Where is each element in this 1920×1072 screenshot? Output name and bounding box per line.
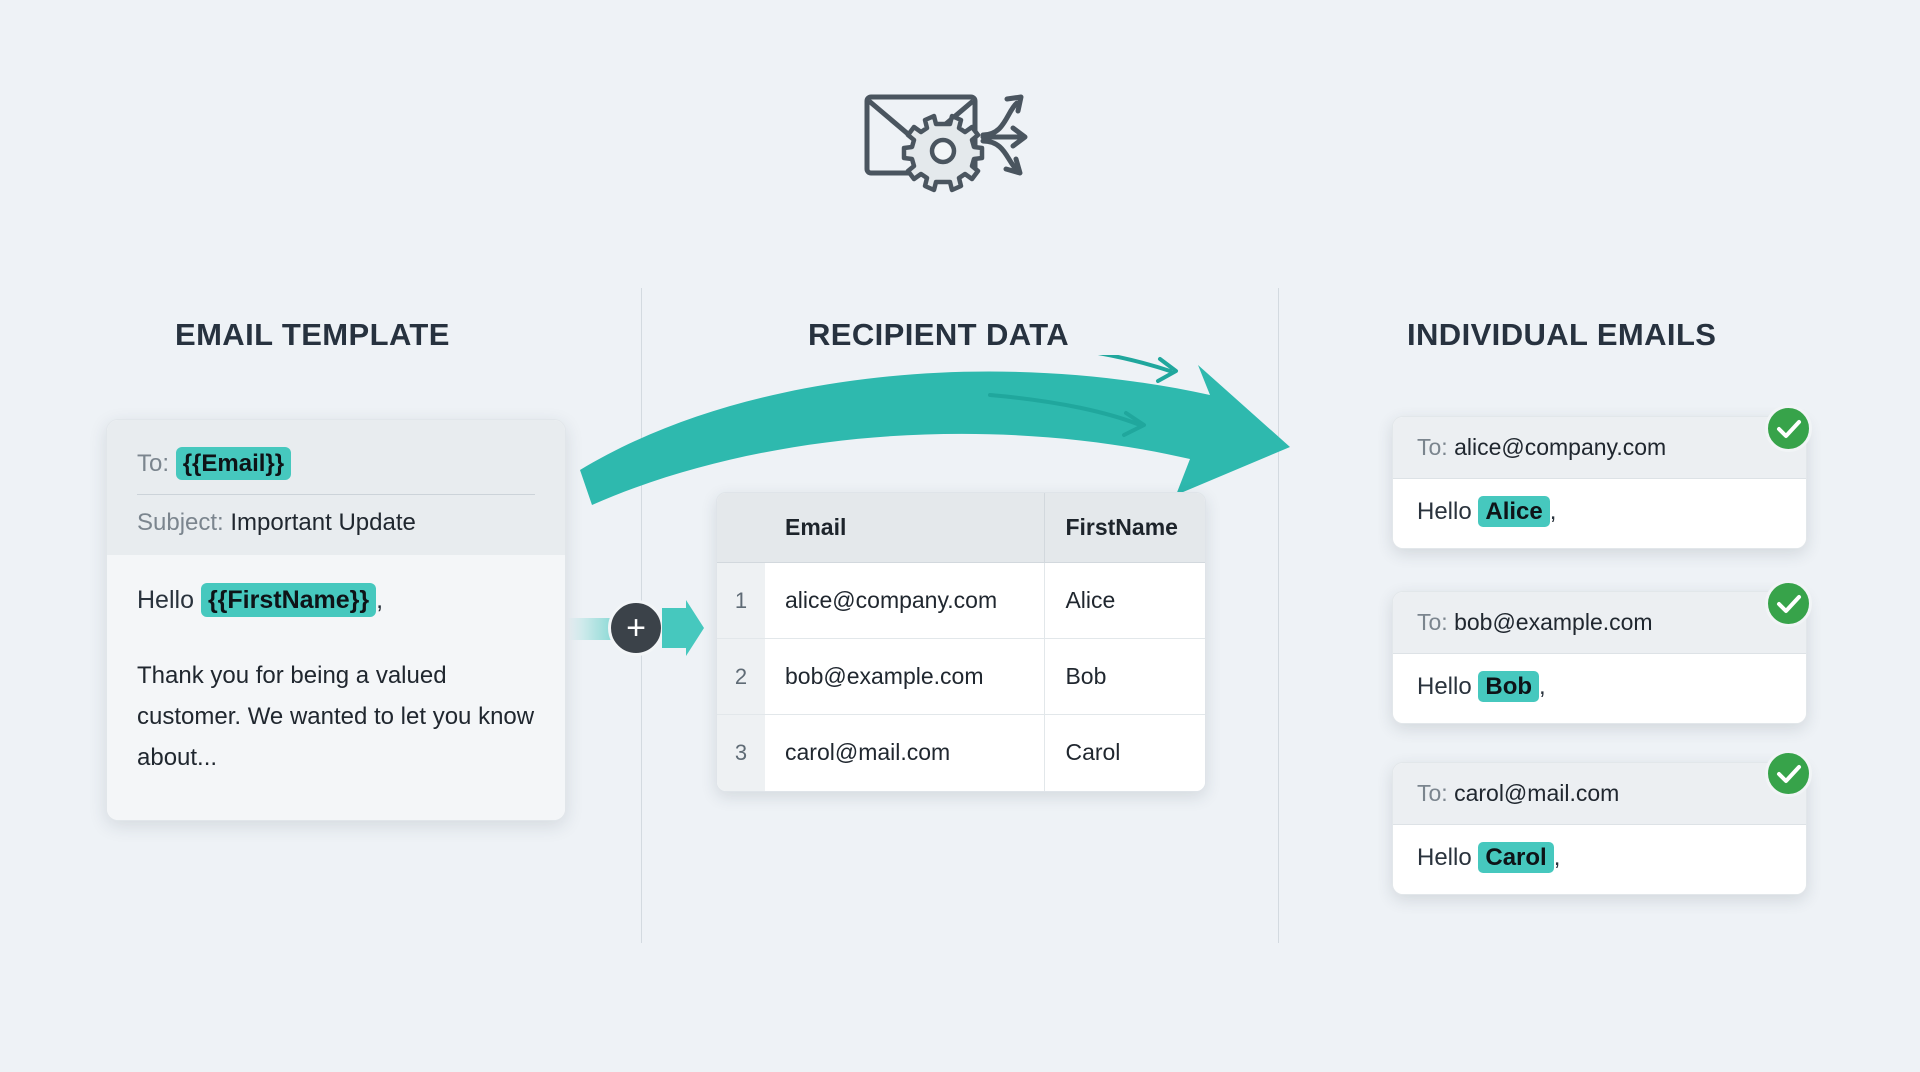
cell-email[interactable]: carol@mail.com xyxy=(765,714,1045,791)
email-card-header: To: alice@company.com xyxy=(1393,417,1806,479)
check-circle-icon xyxy=(1765,580,1812,627)
email-greeting-prefix: Hello xyxy=(1417,498,1472,525)
email-greeting-suffix: , xyxy=(1553,844,1561,871)
email-template-card: To: {{Email}} Subject: Important Update … xyxy=(106,419,566,821)
email-merged-name: Alice xyxy=(1478,496,1550,527)
email-to-value: carol@mail.com xyxy=(1454,780,1620,806)
heading-email-template: EMAIL TEMPLATE xyxy=(175,317,450,352)
individual-email-card[interactable]: To: alice@company.com Hello Alice, xyxy=(1392,416,1807,549)
check-circle-icon xyxy=(1765,405,1812,452)
email-card-header: To: bob@example.com xyxy=(1393,592,1806,654)
template-divider xyxy=(137,494,535,495)
template-subject-value[interactable]: Important Update xyxy=(230,509,416,536)
row-index: 3 xyxy=(717,714,765,791)
template-paragraph: Thank you for being a valued customer. W… xyxy=(137,662,535,771)
row-index: 2 xyxy=(717,638,765,715)
individual-email-card[interactable]: To: carol@mail.com Hello Carol, xyxy=(1392,762,1807,895)
heading-individual-emails: INDIVIDUAL EMAILS xyxy=(1407,317,1717,352)
template-header: To: {{Email}} Subject: Important Update xyxy=(107,420,565,555)
column-divider-right xyxy=(1278,288,1279,943)
email-to-label: To: xyxy=(1417,780,1448,806)
table-row[interactable]: 3 carol@mail.com Carol xyxy=(717,714,1205,791)
individual-email-card[interactable]: To: bob@example.com Hello Bob, xyxy=(1392,591,1807,724)
template-body: Hello {{FirstName}}, Thank you for being… xyxy=(107,555,565,820)
table-row[interactable]: 1 alice@company.com Alice xyxy=(717,562,1205,639)
table-header-row: Email FirstName xyxy=(717,493,1205,563)
merge-plus-icon: + xyxy=(608,600,664,656)
template-greeting-prefix: Hello xyxy=(137,586,194,614)
template-subject-label: Subject: xyxy=(137,509,224,536)
email-greeting-prefix: Hello xyxy=(1417,844,1472,871)
table-row[interactable]: 2 bob@example.com Bob xyxy=(717,638,1205,715)
template-to-row: To: {{Email}} xyxy=(137,442,535,486)
merge-connector: + xyxy=(568,598,704,658)
mail-merge-header-icon xyxy=(855,75,1055,195)
email-card-header: To: carol@mail.com xyxy=(1393,763,1806,825)
email-merged-name: Bob xyxy=(1478,671,1540,702)
row-index: 1 xyxy=(717,562,765,639)
check-circle-icon xyxy=(1765,750,1812,797)
column-header-email[interactable]: Email xyxy=(765,493,1045,563)
email-to-label: To: xyxy=(1417,434,1448,460)
email-greeting-suffix: , xyxy=(1539,673,1546,700)
email-to-value: alice@company.com xyxy=(1454,434,1667,460)
email-greeting-suffix: , xyxy=(1549,498,1557,525)
cell-email[interactable]: bob@example.com xyxy=(765,638,1045,715)
cell-firstname[interactable]: Carol xyxy=(1044,714,1205,791)
column-header-index xyxy=(717,493,765,563)
recipient-data-table[interactable]: Email FirstName 1 alice@company.com Alic… xyxy=(716,492,1206,792)
email-to-value: bob@example.com xyxy=(1454,609,1653,635)
column-header-firstname[interactable]: FirstName xyxy=(1044,493,1205,563)
email-card-body: Hello Alice, xyxy=(1393,479,1806,548)
email-greeting-prefix: Hello xyxy=(1417,673,1472,700)
cell-email[interactable]: alice@company.com xyxy=(765,562,1045,639)
template-to-label: To: xyxy=(137,450,170,477)
email-to-label: To: xyxy=(1417,609,1448,635)
mail-merge-flow-arrow xyxy=(570,343,1410,515)
cell-firstname[interactable]: Alice xyxy=(1044,562,1205,639)
template-subject-row: Subject: Important Update xyxy=(137,501,535,545)
cell-firstname[interactable]: Bob xyxy=(1044,638,1205,715)
email-merged-name: Carol xyxy=(1478,842,1554,873)
template-greeting: Hello {{FirstName}}, xyxy=(137,583,535,617)
template-firstname-token[interactable]: {{FirstName}} xyxy=(200,583,377,617)
template-greeting-suffix: , xyxy=(376,586,384,614)
email-card-body: Hello Carol, xyxy=(1393,825,1806,894)
template-email-token[interactable]: {{Email}} xyxy=(175,447,292,480)
heading-recipient-data: RECIPIENT DATA xyxy=(808,317,1070,352)
merge-arrow-icon xyxy=(662,600,704,656)
email-card-body: Hello Bob, xyxy=(1393,654,1806,723)
